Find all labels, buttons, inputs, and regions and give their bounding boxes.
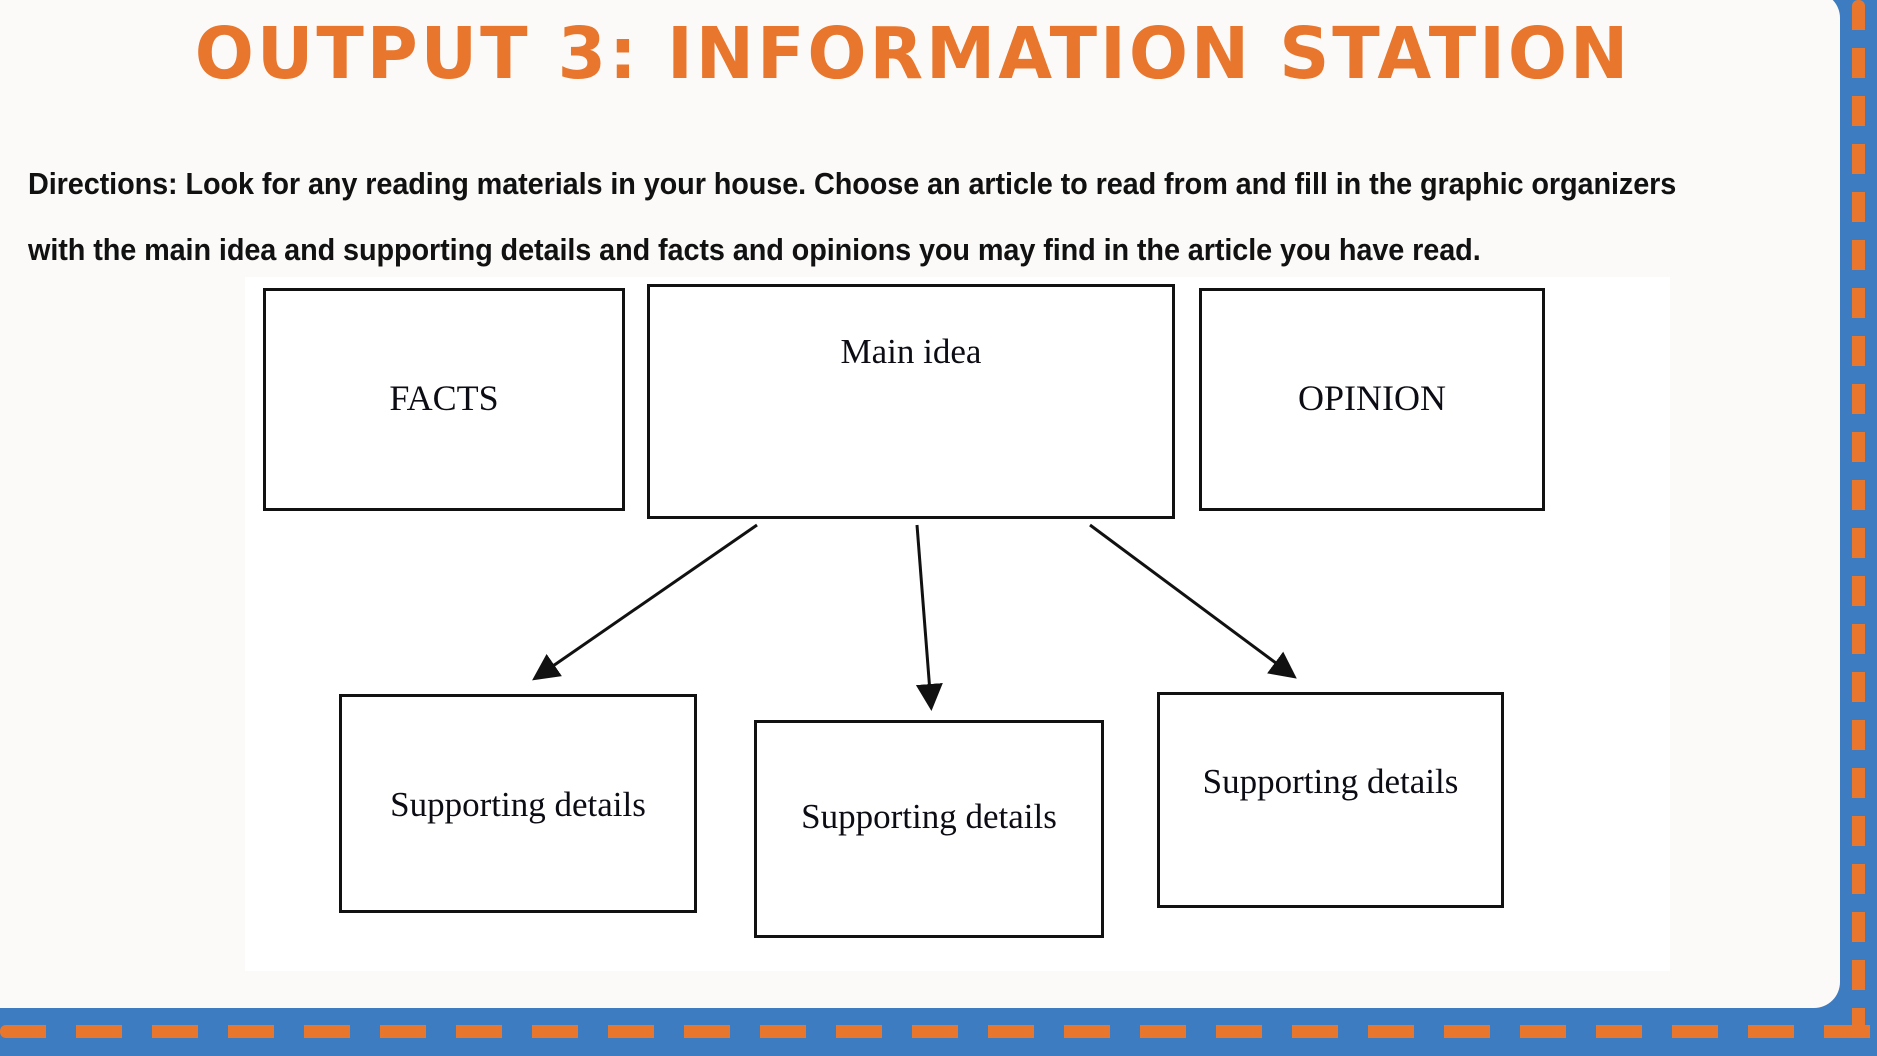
node-main-idea[interactable]: Main idea <box>647 284 1175 519</box>
node-facts[interactable]: FACTS <box>263 288 625 511</box>
node-supporting-details-3-label: Supporting details <box>1202 762 1459 801</box>
node-supporting-details-2[interactable]: Supporting details <box>754 720 1104 938</box>
node-main-idea-label: Main idea <box>840 332 982 371</box>
node-supporting-details-1[interactable]: Supporting details <box>339 694 697 913</box>
directions-text: Look for any reading materials in your h… <box>28 166 1677 267</box>
node-supporting-details-1-label: Supporting details <box>390 785 646 824</box>
dashed-border-right-decoration <box>1852 0 1865 1056</box>
node-opinion[interactable]: OPINION <box>1199 288 1545 511</box>
graphic-organizer-panel: FACTS Main idea OPINION Supporting detai… <box>245 277 1670 971</box>
node-facts-label: FACTS <box>389 378 499 418</box>
worksheet-sheet: OUTPUT 3: INFORMATION STATION Directions… <box>0 0 1840 1008</box>
node-opinion-label: OPINION <box>1298 378 1446 418</box>
arrow-main-idea-to-support-2 <box>915 524 943 711</box>
arrow-main-idea-to-support-1 <box>532 523 758 681</box>
node-supporting-details-3[interactable]: Supporting details <box>1157 692 1504 908</box>
node-supporting-details-2-label: Supporting details <box>801 797 1057 836</box>
directions-label: Directions: <box>28 166 178 201</box>
directions-paragraph: Directions: Look for any reading materia… <box>28 151 1693 283</box>
page-title: OUTPUT 3: INFORMATION STATION <box>194 12 1632 95</box>
arrow-main-idea-to-support-3 <box>1089 523 1297 679</box>
dashed-border-bottom-decoration <box>0 1025 1877 1038</box>
